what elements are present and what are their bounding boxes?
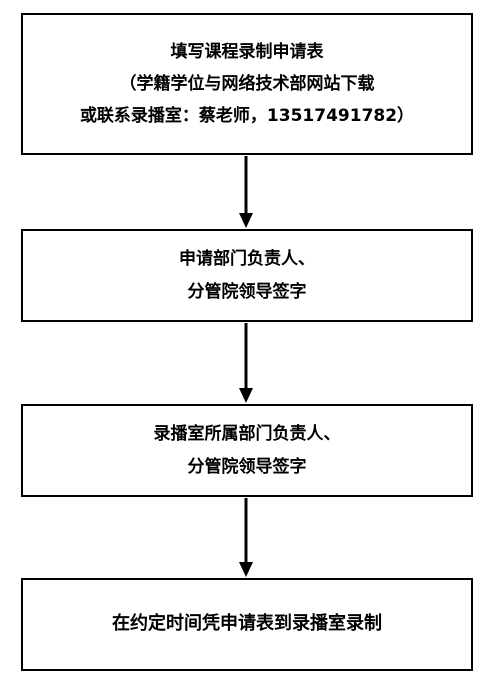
step-1-line-3: 或联系录播室：蔡老师，13517491782） bbox=[79, 106, 415, 127]
arrow-3-to-4 bbox=[239, 498, 253, 577]
step-box-record-at-studio: 在约定时间凭申请表到录播室录制 bbox=[21, 578, 473, 671]
step-box-studio-department-sign: 录播室所属部门负责人、 分管院领导签字 bbox=[21, 404, 473, 497]
arrow-1-to-2 bbox=[239, 156, 253, 228]
step-3-line-2: 分管院领导签字 bbox=[187, 456, 307, 477]
arrow-2-to-3 bbox=[239, 323, 253, 403]
step-box-department-sign: 申请部门负责人、 分管院领导签字 bbox=[21, 229, 473, 322]
step-3-line-1: 录播室所属部门负责人、 bbox=[153, 424, 341, 445]
step-4-line-1: 在约定时间凭申请表到录播室录制 bbox=[112, 613, 382, 635]
step-box-fill-application: 填写课程录制申请表 （学籍学位与网络技术部网站下载 或联系录播室：蔡老师，135… bbox=[21, 13, 473, 155]
step-2-line-2: 分管院领导签字 bbox=[187, 281, 307, 302]
step-1-line-2: （学籍学位与网络技术部网站下载 bbox=[119, 73, 375, 94]
step-1-line-1: 填写课程录制申请表 bbox=[170, 41, 324, 62]
step-2-line-1: 申请部门负责人、 bbox=[179, 249, 315, 270]
